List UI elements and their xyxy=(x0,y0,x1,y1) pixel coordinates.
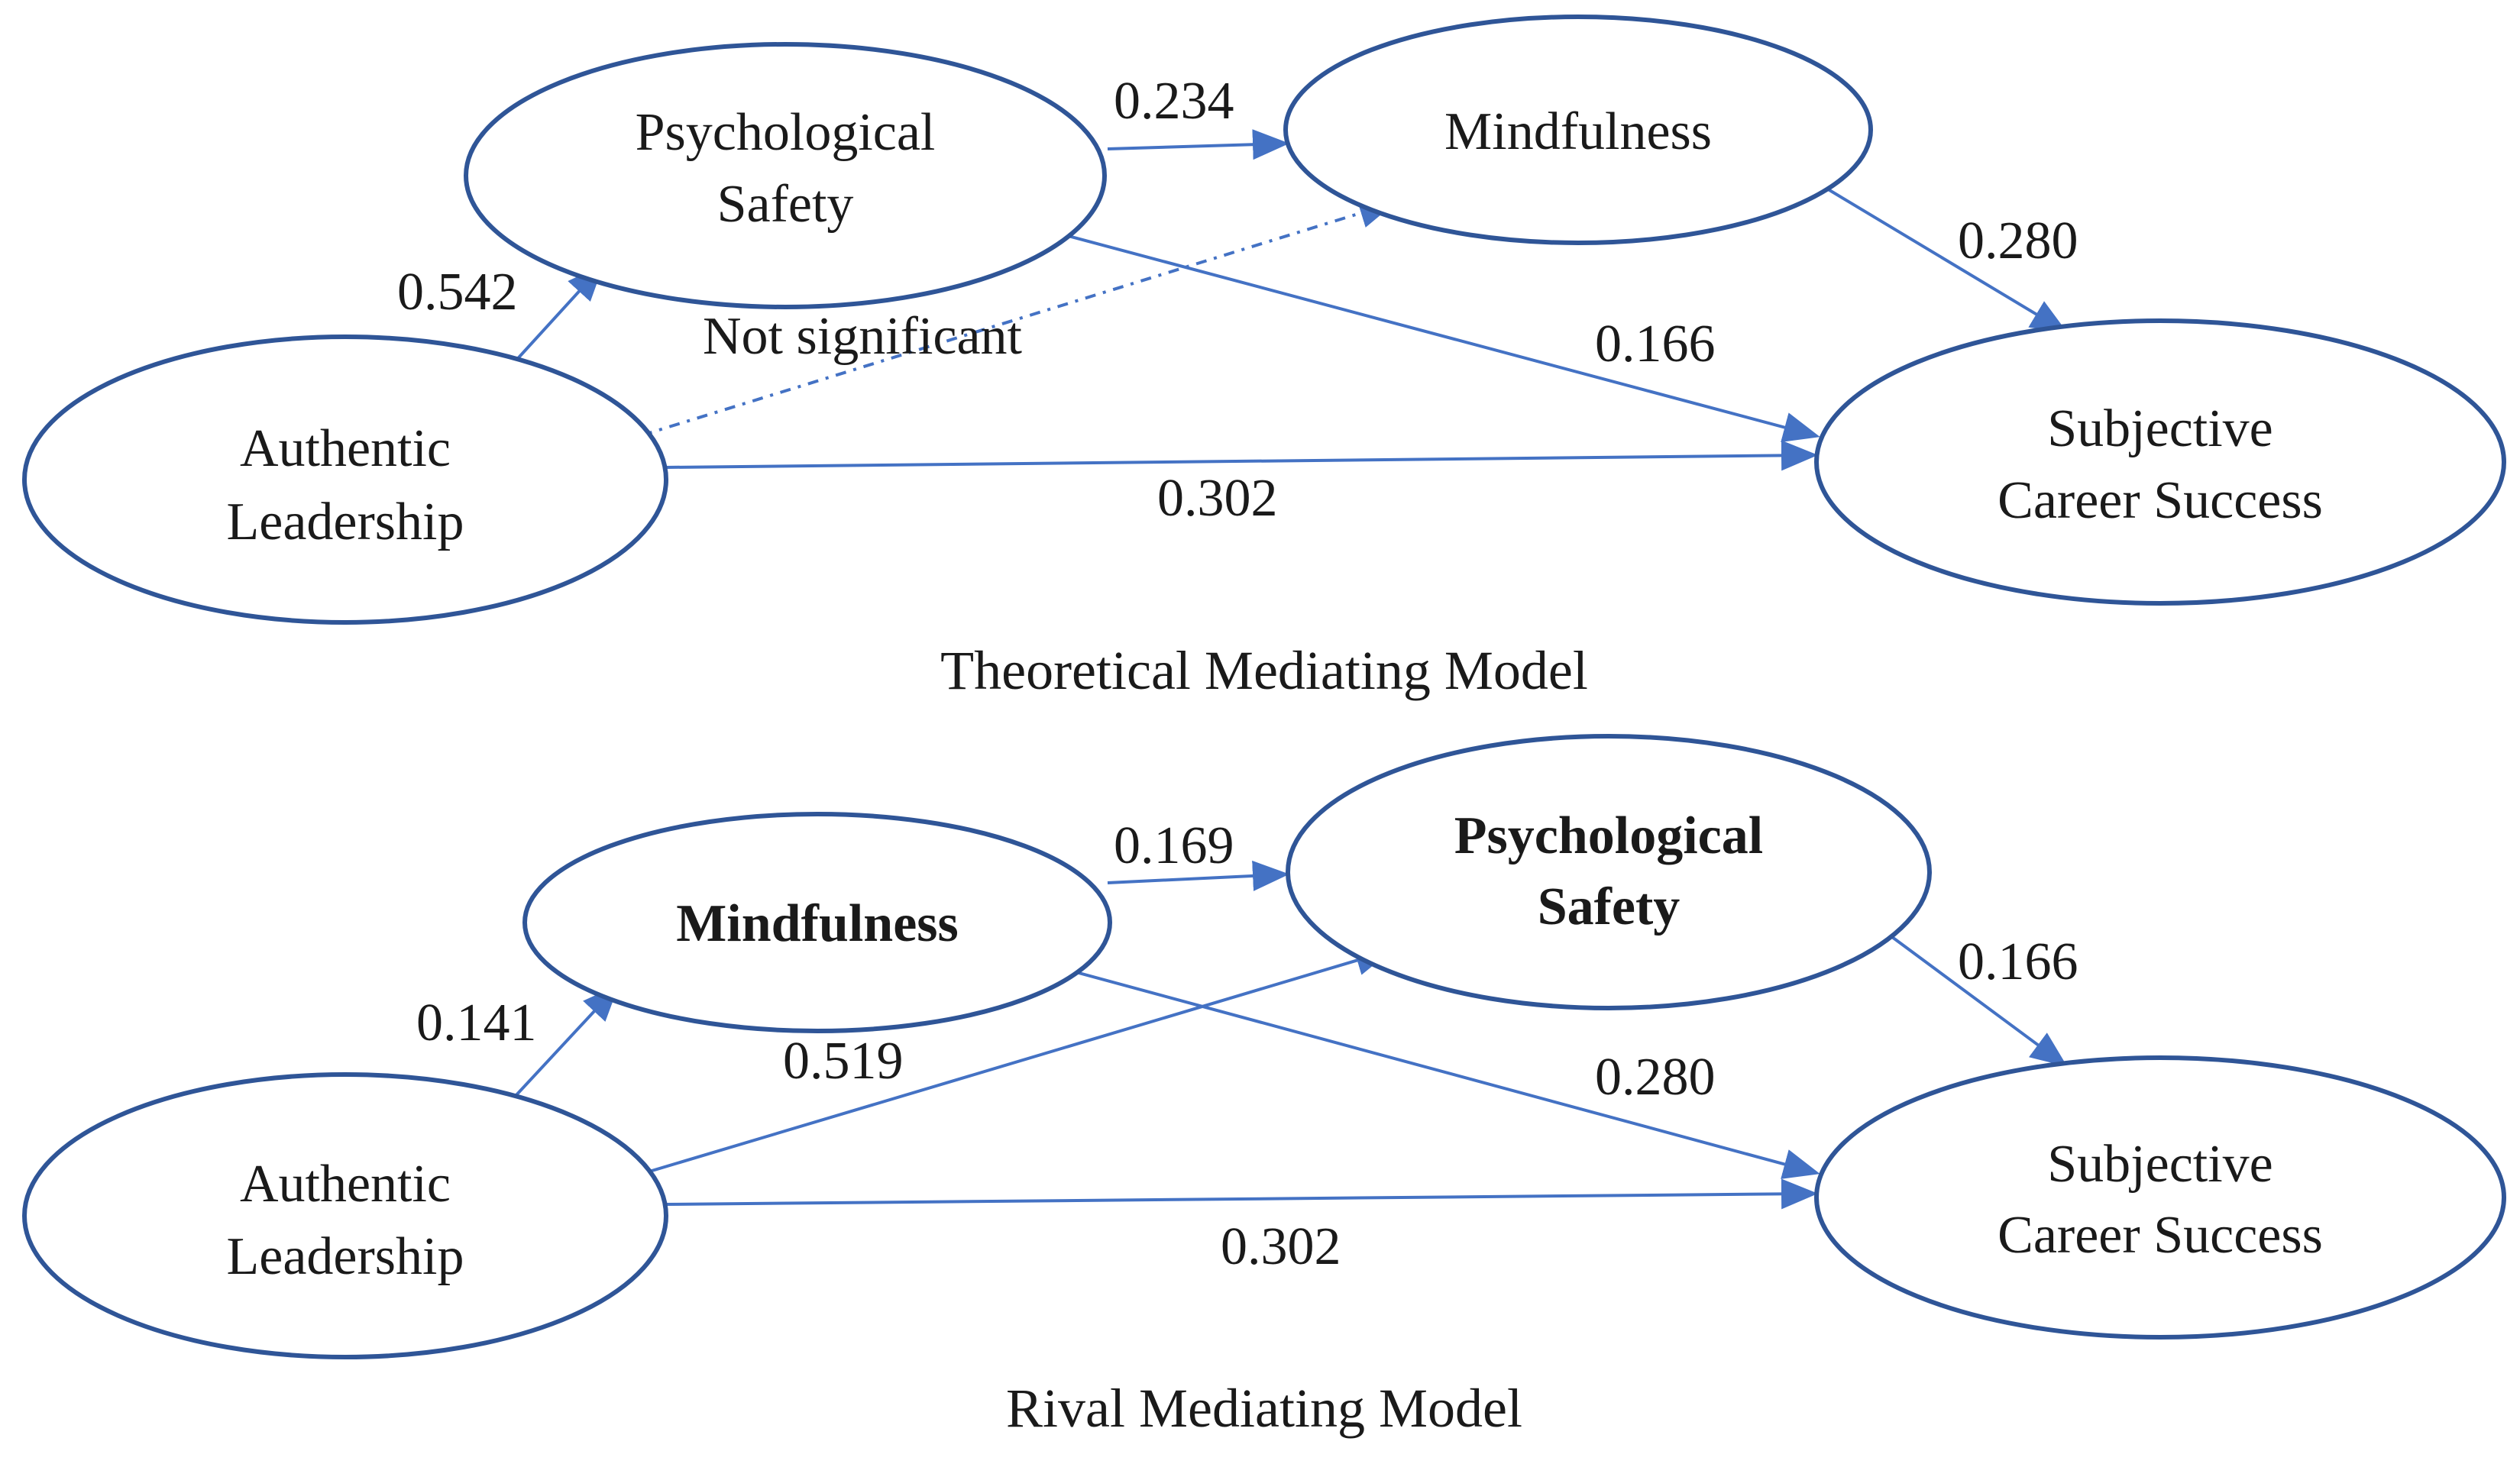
node-career-success xyxy=(1814,318,2506,606)
node-authentic-leadership-rival-label-2: Leadership xyxy=(227,1227,464,1286)
coef-al-to-csc-rival: 0.302 xyxy=(1221,1217,1341,1276)
node-authentic-leadership-rival xyxy=(22,1072,668,1359)
path-al-to-mf-rival xyxy=(503,984,619,1110)
path-mf-to-csc xyxy=(1813,179,2068,334)
node-authentic-leadership-rival-label: Authentic xyxy=(240,1155,451,1214)
path-mf-to-ps-rival xyxy=(1107,860,1289,891)
node-mindfulness-label: Mindfulness xyxy=(1444,102,1712,161)
path-ps-to-mf xyxy=(1107,129,1289,160)
node-psychological-safety-rival-label-2: Safety xyxy=(1538,877,1681,936)
coef-al-to-ps-rival: 0.519 xyxy=(783,1032,904,1091)
node-psychological-safety-rival-label: Psychological xyxy=(1454,806,1763,865)
coef-al-to-mf: Not significant xyxy=(703,307,1023,366)
path-mf-to-csc-rival xyxy=(1044,962,1820,1179)
node-psychological-safety-label-2: Safety xyxy=(717,175,854,234)
node-mindfulness-rival-label: Mindfulness xyxy=(676,894,959,953)
path-al-to-csc xyxy=(665,440,1818,471)
coef-ps-to-mf: 0.234 xyxy=(1114,72,1234,131)
theoretical-model: Psychological Safety Mindfulness Authent… xyxy=(22,15,2506,701)
path-al-to-ps xyxy=(503,264,604,375)
coef-mf-to-csc: 0.280 xyxy=(1958,212,2078,270)
node-career-success-rival xyxy=(1814,1055,2506,1340)
node-career-success-label-2: Career Success xyxy=(1998,471,2323,530)
coef-mf-to-csc-rival: 0.280 xyxy=(1595,1048,1716,1107)
node-mindfulness xyxy=(1283,15,1873,245)
node-mindfulness-rival xyxy=(522,812,1112,1033)
coef-ps-to-csc: 0.166 xyxy=(1595,315,1716,373)
node-authentic-leadership-label-2: Leadership xyxy=(227,493,464,551)
coef-al-to-ps: 0.542 xyxy=(397,263,518,322)
node-psychological-safety-rival xyxy=(1286,734,1932,1010)
rival-model: Mindfulness Psychological Safety Authent… xyxy=(22,734,2506,1439)
node-psychological-safety-label: Psychological xyxy=(636,103,936,162)
path-al-to-csc-rival xyxy=(665,1178,1818,1210)
node-career-success-rival-label: Subjective xyxy=(2047,1135,2273,1194)
coef-al-to-mf-rival: 0.141 xyxy=(416,994,537,1052)
coef-ps-to-csc-rival: 0.166 xyxy=(1958,932,2078,991)
node-psychological-safety xyxy=(464,42,1107,309)
node-authentic-leadership xyxy=(22,334,668,625)
path-ps-to-csc xyxy=(1042,228,1820,442)
node-authentic-leadership-label: Authentic xyxy=(240,419,451,478)
path-ps-to-csc-rival xyxy=(1870,920,2068,1067)
coef-al-to-csc: 0.302 xyxy=(1157,469,1278,528)
rival-caption: Rival Mediating Model xyxy=(1006,1378,1522,1439)
theoretical-caption: Theoretical Mediating Model xyxy=(940,640,1588,701)
node-career-success-rival-label-2: Career Success xyxy=(1998,1206,2323,1265)
path-al-to-ps-rival xyxy=(641,945,1393,1175)
coef-mf-to-ps-rival: 0.169 xyxy=(1114,816,1234,875)
node-career-success-label: Subjective xyxy=(2047,399,2273,458)
